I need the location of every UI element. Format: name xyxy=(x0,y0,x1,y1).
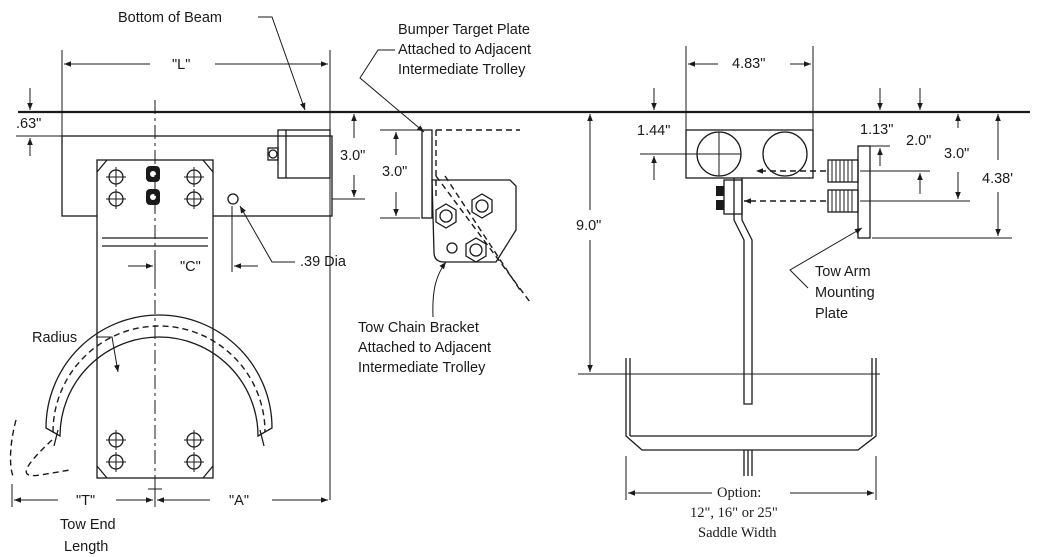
dia-label: .39 Dia xyxy=(300,254,347,270)
hanger-bar xyxy=(733,178,753,405)
dim-L-label: "L" xyxy=(172,57,190,73)
dim-113-label: 1.13" xyxy=(860,122,893,138)
towchain-label-3: Intermediate Trolley xyxy=(358,360,486,376)
dim-30a-label: 3.0" xyxy=(340,148,365,164)
dim-C-label: "C" xyxy=(180,259,201,275)
dim-A-label: "A" xyxy=(229,493,249,509)
option-label-3: Saddle Width xyxy=(698,525,777,541)
tow-chain-bracket xyxy=(431,179,517,263)
dim-30b-label: 3.0" xyxy=(382,164,407,180)
dim-30c-label: 3.0" xyxy=(944,146,969,162)
towchain-label-1: Tow Chain Bracket xyxy=(358,320,479,336)
bumper-label-3: Intermediate Trolley xyxy=(398,62,526,78)
middle-side-view: 3.0" Bumper Target Plate Attached to Adj… xyxy=(358,22,531,376)
dim-483-label: 4.83" xyxy=(732,56,765,72)
right-side-view: 4.83" 1.44" 9.0" Optio xyxy=(576,46,1013,541)
dim-438-label: 4.38' xyxy=(982,171,1013,187)
option-label-1: Option: xyxy=(717,485,761,501)
tow-arm-mounting-plate xyxy=(857,145,871,239)
towchain-label-2: Attached to Adjacent xyxy=(358,340,491,356)
towarm-label-3: Plate xyxy=(815,306,848,322)
bumper-label-2: Attached to Adjacent xyxy=(398,42,531,58)
bumper-label-1: Bumper Target Plate xyxy=(398,22,530,38)
towarm-label-2: Mounting xyxy=(815,285,875,301)
tow-end-label-2: Length xyxy=(64,539,108,555)
saddle xyxy=(625,358,877,451)
bumper-target-plate xyxy=(421,129,433,219)
dim-20-label: 2.0" xyxy=(906,133,931,149)
dim-T-label: "T" xyxy=(76,493,95,509)
tow-arc xyxy=(45,314,273,438)
left-plan-view: "L" xyxy=(9,10,365,555)
dim-144-label: 1.44" xyxy=(637,123,670,139)
tow-end-label-1: Tow End xyxy=(60,517,116,533)
bottom-of-beam-label: Bottom of Beam xyxy=(118,10,222,26)
dim-063-label: .63" xyxy=(16,116,41,132)
option-label-2: 12", 16" or 25" xyxy=(690,505,778,521)
towarm-label-1: Tow Arm xyxy=(815,264,871,280)
bolt-holes xyxy=(106,166,239,472)
radius-label: Radius xyxy=(32,330,77,346)
dim-90-label: 9.0" xyxy=(576,218,601,234)
